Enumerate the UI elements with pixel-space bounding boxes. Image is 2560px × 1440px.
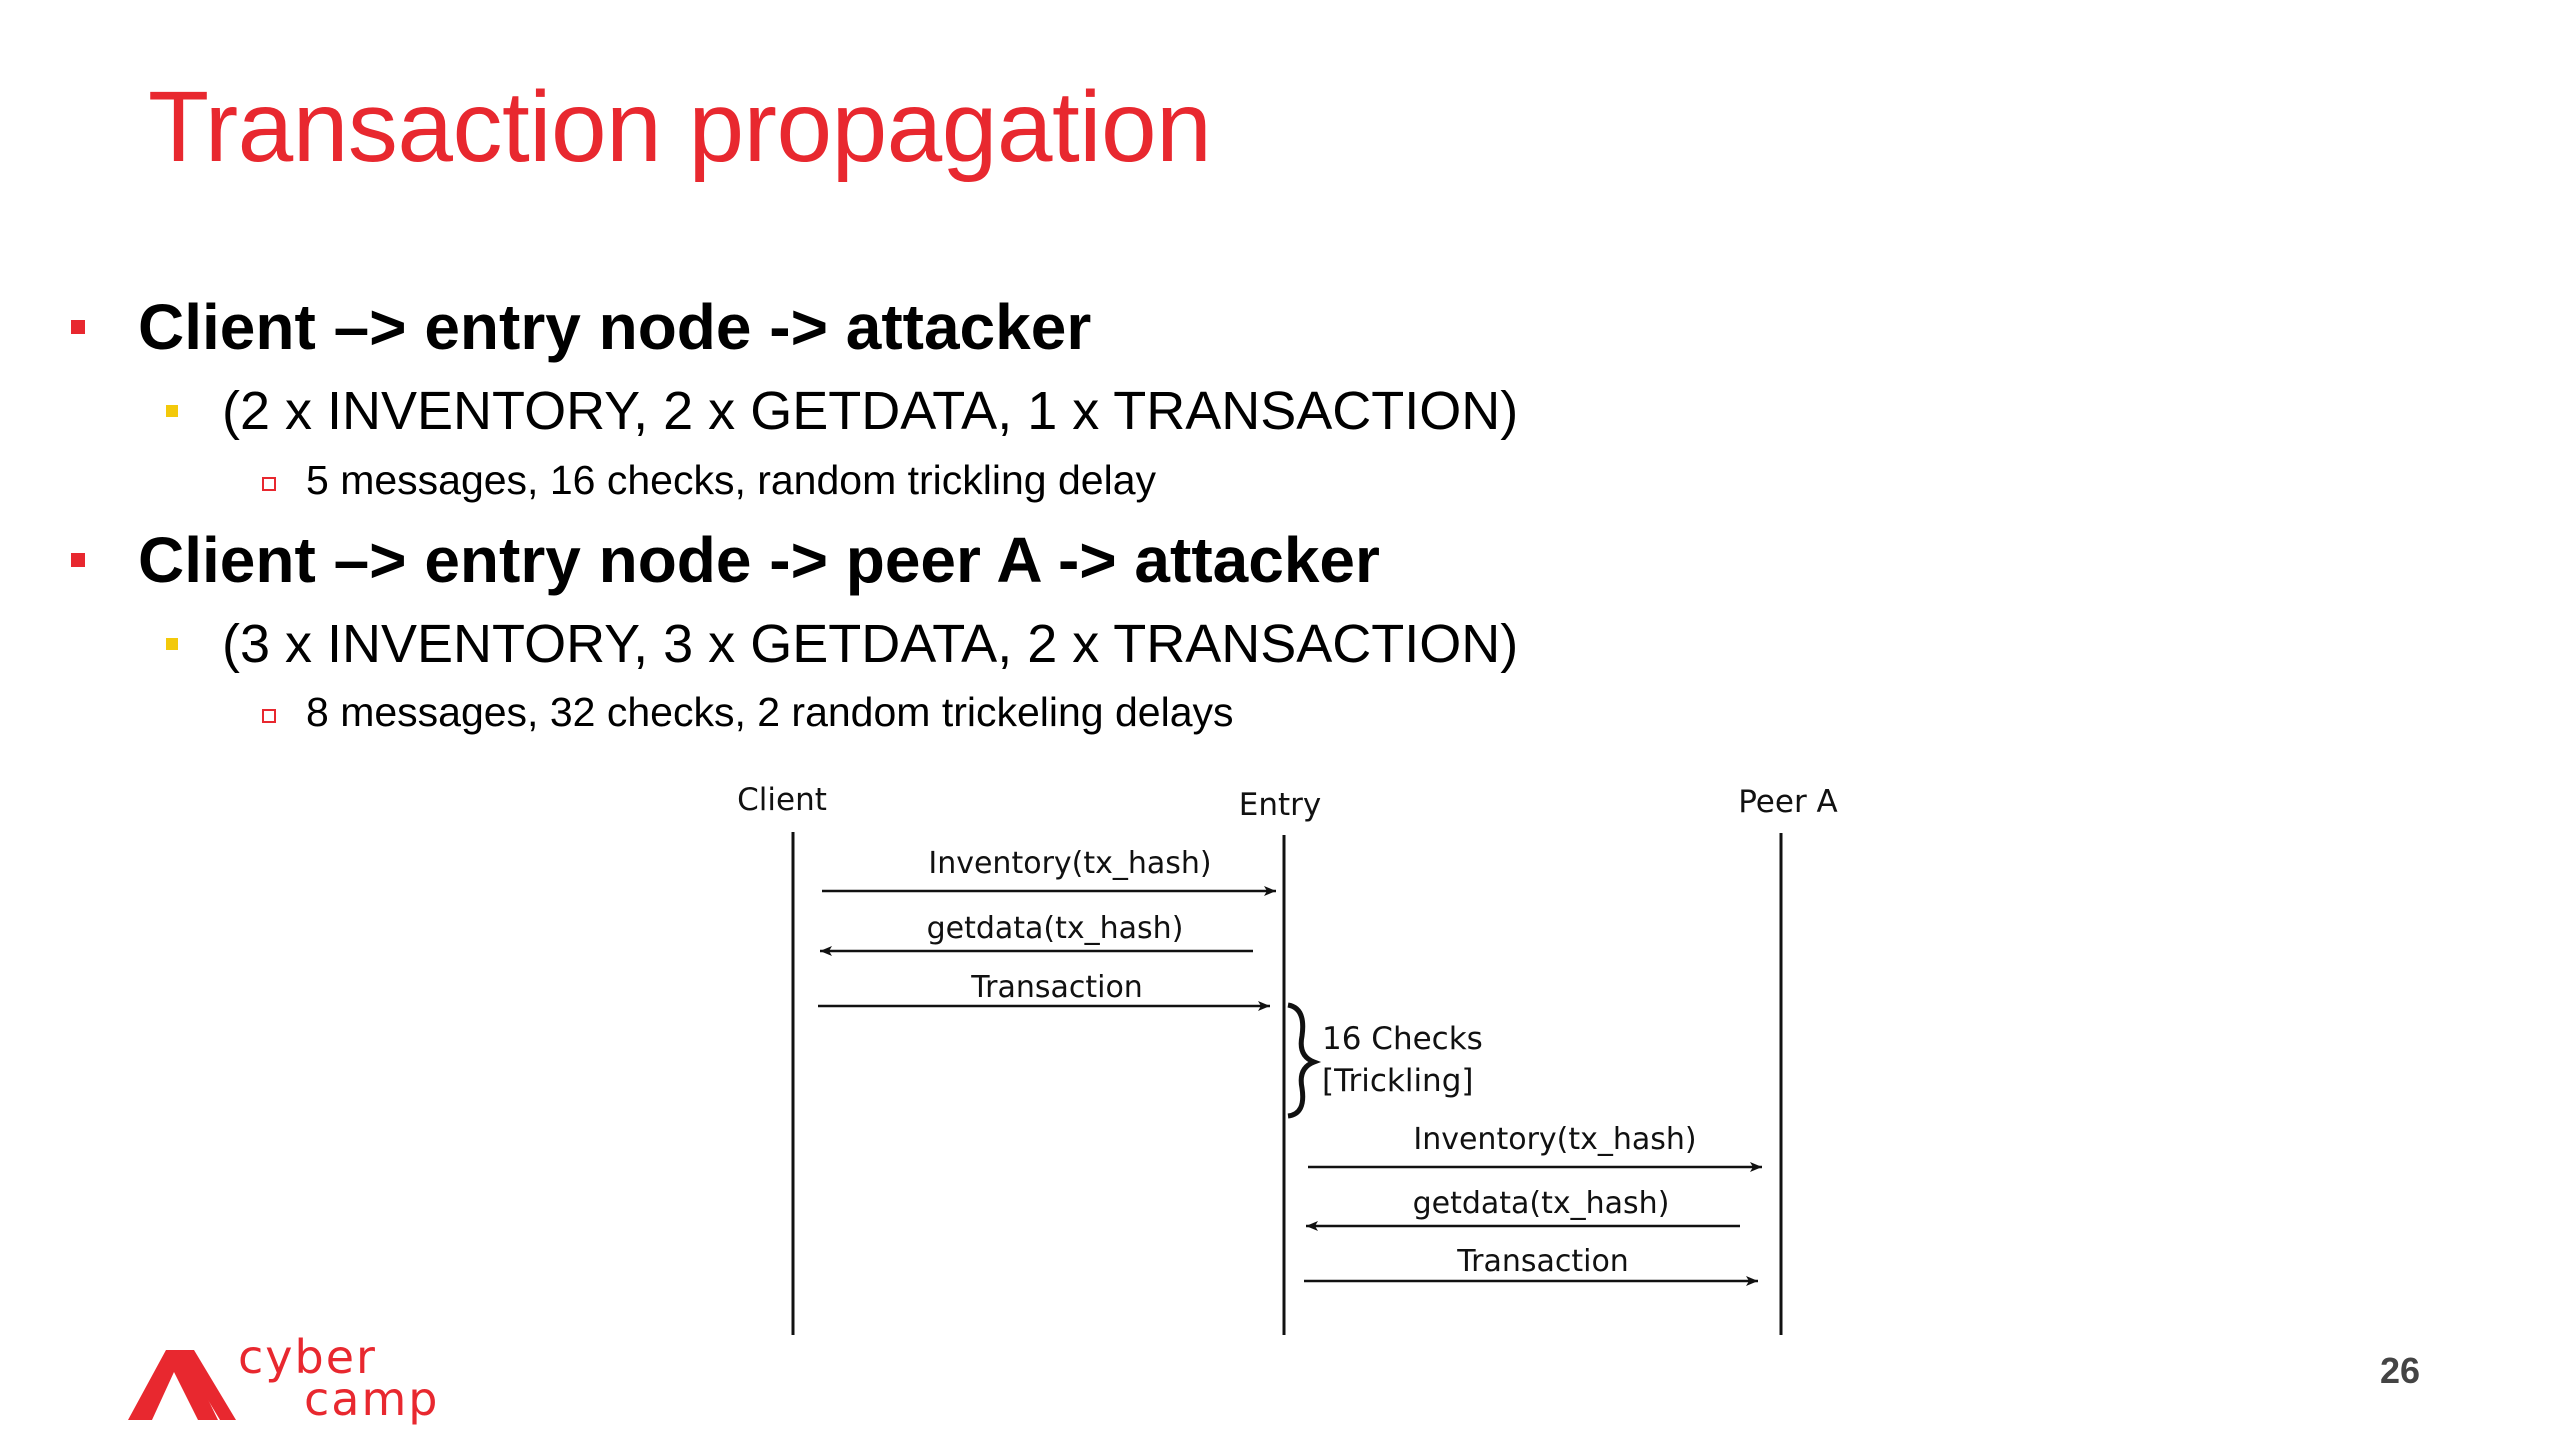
message-4-label: Inventory(tx_hash) [1413,1122,1696,1157]
note-line-2: [Trickling] [1322,1063,1473,1099]
detail-marker-1 [262,477,276,491]
sub-bullet-1-text: (2 x INVENTORY, 2 x GETDATA, 1 x TRANSAC… [222,381,1519,441]
bullet-marker-1 [71,320,85,334]
slide-title: Transaction propagation [148,71,1212,183]
logo-text-cyber: cyber [238,1330,377,1384]
page-number: 26 [2380,1350,2421,1391]
sub-bullet-marker-1 [166,405,178,417]
detail-marker-2 [262,709,276,723]
message-2-label: getdata(tx_hash) [927,911,1184,946]
bullet-1-text: Client –> entry node -> attacker [138,291,1092,363]
participant-entry-label: Entry [1239,787,1321,823]
bullet-2-text: Client –> entry node -> peer A -> attack… [138,524,1380,596]
bullet-marker-2 [71,553,85,567]
detail-2-text: 8 messages, 32 checks, 2 random trickeli… [306,689,1234,735]
trickling-brace [1287,1002,1322,1119]
participant-peer-a-label: Peer A [1738,784,1838,820]
message-1-label: Inventory(tx_hash) [928,846,1211,881]
message-5-label: getdata(tx_hash) [1413,1186,1670,1221]
logo-text-camp: camp [304,1372,440,1426]
message-6-label: Transaction [1456,1244,1629,1279]
detail-1-text: 5 messages, 16 checks, random trickling … [306,457,1157,503]
participant-client-label: Client [737,782,827,818]
logo-mark-icon [128,1350,236,1420]
sub-bullet-marker-2 [166,638,178,650]
message-3-label: Transaction [970,970,1143,1005]
note-line-1: 16 Checks [1322,1021,1483,1057]
sub-bullet-2-text: (3 x INVENTORY, 3 x GETDATA, 2 x TRANSAC… [222,614,1519,674]
